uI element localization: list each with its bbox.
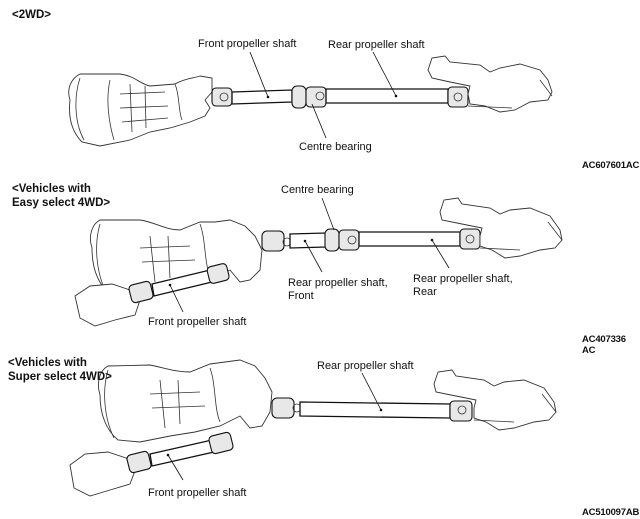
leader-front-shaft-2wd bbox=[249, 51, 269, 98]
rear-shaft-rear-easy4wd bbox=[358, 228, 481, 250]
leader-rear-shaft-2wd bbox=[372, 51, 397, 97]
section-title-2wd: <2WD> bbox=[12, 9, 51, 21]
centre-bearing-easy4wd bbox=[324, 228, 360, 252]
rear-axle-super4wd bbox=[433, 369, 557, 431]
section-title-super-select-4wd: <Vehicles with Super select 4WD> bbox=[8, 357, 112, 383]
label-rear-shaft-front-easy4wd: Rear propeller shaft, Front bbox=[288, 277, 388, 302]
rear-shaft-2wd bbox=[325, 86, 469, 108]
transmission-2wd bbox=[68, 73, 213, 147]
leader-rear-shaft-super4wd bbox=[361, 372, 382, 411]
centre-bearing-2wd bbox=[291, 85, 327, 109]
figure-code-super4wd: AC510097AB bbox=[582, 507, 640, 518]
section-title-easy-select-4wd: <Vehicles with Easy select 4WD> bbox=[12, 183, 111, 209]
leader-rear-shaft-front-easy4wd bbox=[304, 240, 323, 273]
label-rear-shaft-rear-easy4wd: Rear propeller shaft, Rear bbox=[413, 273, 513, 298]
figure-code-2wd: AC607601AC bbox=[582, 160, 640, 171]
label-rear-propeller-shaft-super4wd: Rear propeller shaft bbox=[317, 360, 414, 372]
label-front-propeller-shaft-super4wd: Front propeller shaft bbox=[148, 487, 247, 499]
leader-front-shaft-easy4wd bbox=[169, 284, 184, 313]
transfer-front-super4wd bbox=[69, 451, 137, 497]
front-shaft-2wd bbox=[211, 87, 293, 107]
label-rear-propeller-shaft-2wd: Rear propeller shaft bbox=[328, 39, 425, 51]
transmission-easy4wd bbox=[89, 219, 263, 297]
leader-front-shaft-super4wd bbox=[167, 454, 184, 481]
leader-centre-bearing-easy4wd bbox=[321, 197, 335, 231]
front-shaft-super4wd bbox=[126, 431, 234, 474]
leader-centre-bearing-2wd bbox=[311, 103, 327, 139]
rear-shaft-super4wd bbox=[271, 397, 473, 422]
label-centre-bearing-easy4wd: Centre bearing bbox=[281, 184, 354, 196]
rear-axle-2wd bbox=[427, 55, 553, 113]
front-shaft-easy4wd bbox=[128, 263, 230, 304]
label-centre-bearing-2wd: Centre bearing bbox=[299, 141, 372, 153]
label-front-propeller-shaft-easy4wd: Front propeller shaft bbox=[148, 316, 247, 328]
rear-axle-easy4wd bbox=[439, 197, 563, 259]
transfer-front-easy4wd bbox=[74, 283, 141, 327]
rear-shaft-front-easy4wd bbox=[261, 230, 327, 252]
figure-code-easy4wd: AC407336 AC bbox=[582, 334, 626, 356]
transmission-super4wd bbox=[97, 359, 273, 443]
leader-rear-shaft-rear-easy4wd bbox=[431, 239, 450, 269]
label-front-propeller-shaft-2wd: Front propeller shaft bbox=[198, 38, 297, 50]
